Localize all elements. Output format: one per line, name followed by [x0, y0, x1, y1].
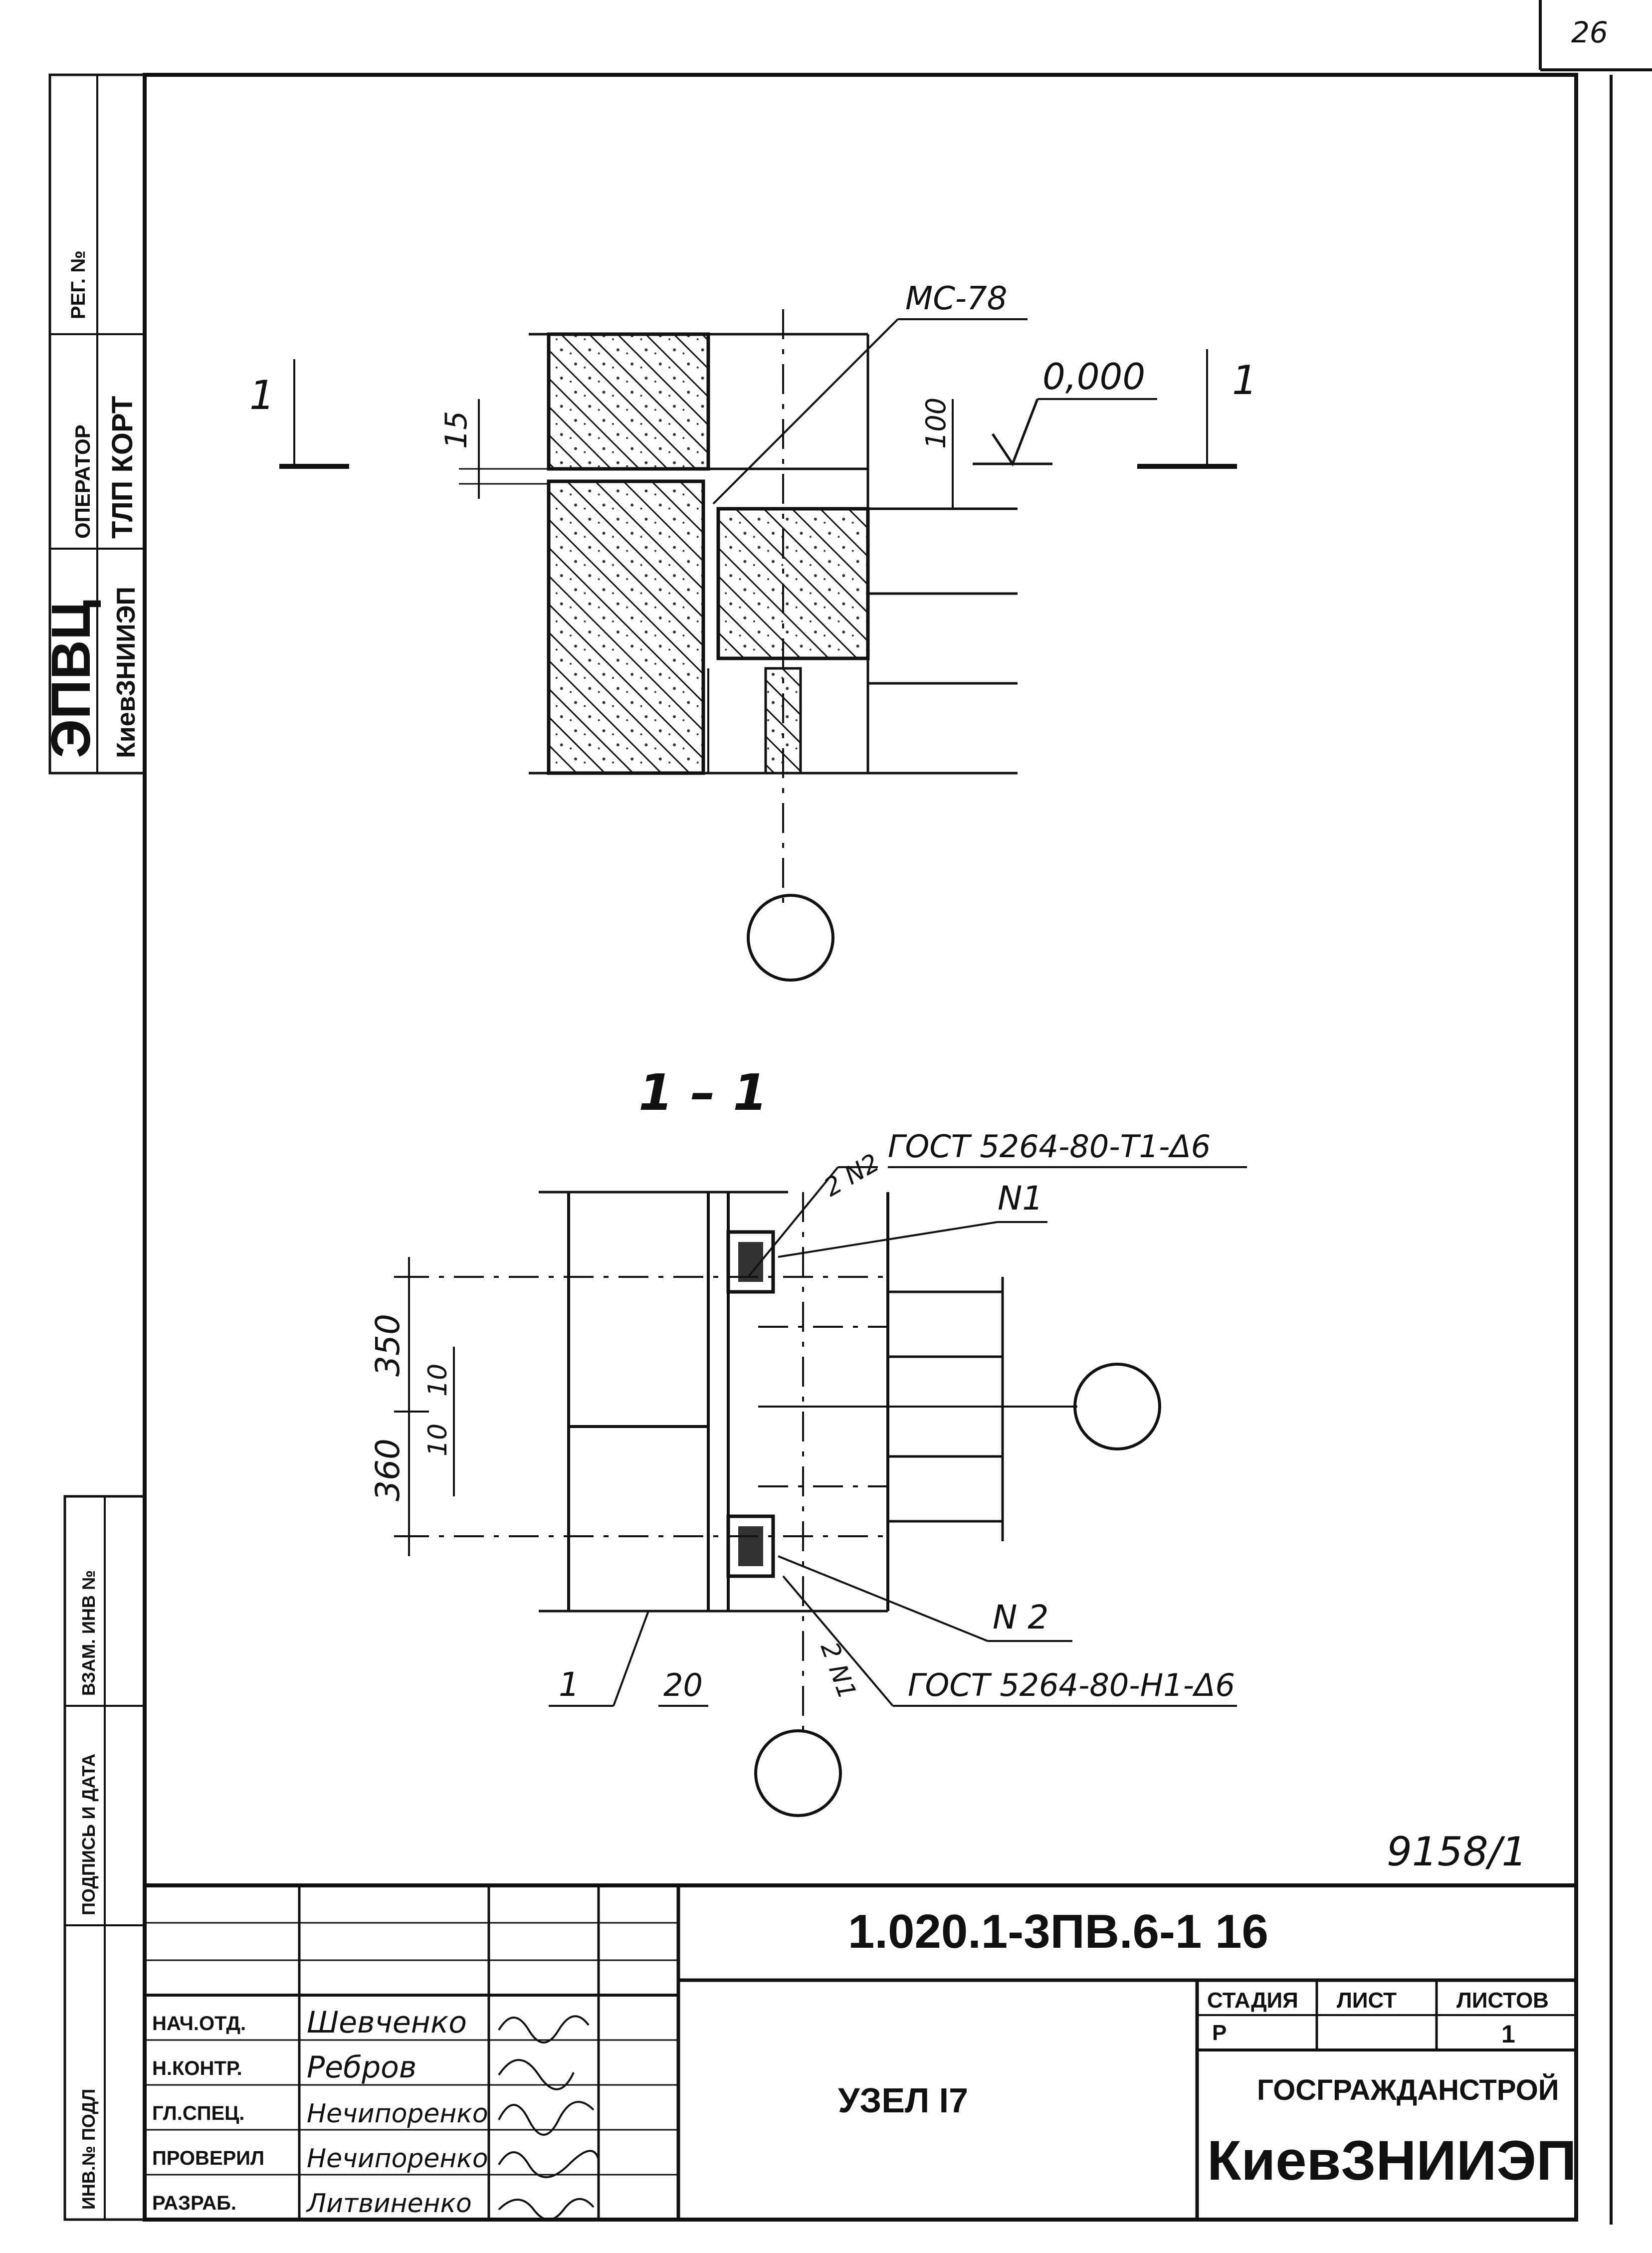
stamp-reg-label: РЕГ. № — [67, 250, 89, 319]
staff-name-3: Нечипоренко — [307, 2144, 488, 2174]
dim-gap-15: 15 — [439, 411, 474, 449]
part-n2-label: N 2 — [993, 1598, 1048, 1637]
dim-360: 360 — [369, 1438, 407, 1501]
title-block: 1.020.1-3ПВ.6-1 16 НАЧ.ОТД. Шевченко Н.К… — [145, 1883, 1577, 2221]
left-margin-columns: ВЗАМ. ИНВ № ПОДПИСЬ И ДАТА ИНВ.№ ПОДЛ — [63, 1495, 146, 2221]
staff-name-2: Нечипоренко — [307, 2099, 488, 2129]
left-stamp: ЭПВЦ КиевЗНИИЭП ОПЕРАТОР ТЛП КОРТ РЕГ. № — [40, 73, 146, 775]
margin-sign-label: ПОДПИСЬ И ДАТА — [78, 1754, 99, 1915]
staff-name-1: Ребров — [307, 2050, 416, 2085]
stage-header: СТАДИЯ — [1207, 1988, 1298, 2013]
dim-height-100: 100 — [920, 398, 952, 449]
org-top: ГОСГРАЖДАНСТРОЙ — [1257, 2074, 1559, 2106]
weld-bottom-spec: ГОСТ 5264-80-Н1-Δ6 — [908, 1667, 1235, 1703]
axis-marker-right — [1073, 1363, 1161, 1450]
section-mark-right: 1 — [1232, 357, 1257, 404]
stamp-org-line1: ЭПВЦ — [40, 600, 102, 758]
sheets-value: 1 — [1501, 2020, 1515, 2048]
label-1: 1 — [559, 1665, 580, 1704]
dim-20: 20 — [663, 1667, 703, 1703]
embedded-part-n2 — [726, 1514, 775, 1578]
sheets-header: ЛИСТОВ — [1456, 1988, 1549, 2013]
top-detail: МС-78 0,000 15 100 1 1 — [249, 280, 1257, 982]
axis-marker-circle — [747, 894, 834, 982]
staff-name-0: Шевченко — [307, 2005, 467, 2040]
doc-number: 9158/1 — [1387, 1829, 1527, 1875]
stamp-check-label: ТЛП КОРТ — [106, 396, 139, 539]
embedded-part-n1 — [726, 1230, 775, 1294]
staff-role-4: РАЗРАБ. — [152, 2192, 236, 2214]
drawing-frame — [143, 73, 1578, 2222]
part-n1-label: N1 — [998, 1179, 1043, 1218]
stamp-operator-label: ОПЕРАТОР — [71, 424, 94, 539]
sheet-header: ЛИСТ — [1337, 1988, 1397, 2013]
elevation-label: 0,000 — [1042, 356, 1145, 398]
sheet-number: 26 — [1571, 15, 1608, 49]
axis-marker-bottom — [754, 1729, 842, 1817]
section-mark-left: 1 — [249, 372, 275, 418]
dim-10b: 10 — [423, 1424, 453, 1456]
designation: 1.020.1-3ПВ.6-1 16 — [848, 1905, 1268, 1958]
staff-role-0: НАЧ.ОТД. — [152, 2013, 246, 2035]
org-bottom: КиевЗНИИЭП — [1207, 2129, 1577, 2192]
dim-10a: 10 — [423, 1364, 453, 1397]
stamp-org-line2: КиевЗНИИЭП — [112, 587, 141, 758]
weld-top-spec: ГОСТ 5264-80-Т1-Δ6 — [888, 1128, 1211, 1165]
mark-label-mc78: МС-78 — [905, 280, 1007, 317]
staff-role-1: Н.КОНТР. — [152, 2057, 242, 2079]
weld-bottom-qty: 2 N1 — [815, 1638, 862, 1703]
stage-value: Р — [1212, 2021, 1227, 2045]
section-1-1: 1 – 1 350 360 — [369, 1063, 1247, 1817]
weld-top-qty: 2 N2 — [819, 1148, 884, 1203]
sheet-number-box: 26 — [1539, 0, 1652, 71]
staff-role-3: ПРОВЕРИЛ — [152, 2147, 264, 2169]
section-title: 1 – 1 — [638, 1063, 768, 1122]
staff-name-4: Литвиненко — [306, 2189, 472, 2219]
staff-role-2: ГЛ.СПЕЦ. — [152, 2102, 245, 2124]
margin-inv-label: ИНВ.№ ПОДЛ — [78, 2089, 99, 2210]
signatures — [498, 2015, 600, 2221]
node-title: УЗЕЛ I7 — [838, 2081, 968, 2120]
dim-350: 350 — [369, 1314, 407, 1377]
margin-vzam-label: ВЗАМ. ИНВ № — [78, 1570, 99, 1696]
